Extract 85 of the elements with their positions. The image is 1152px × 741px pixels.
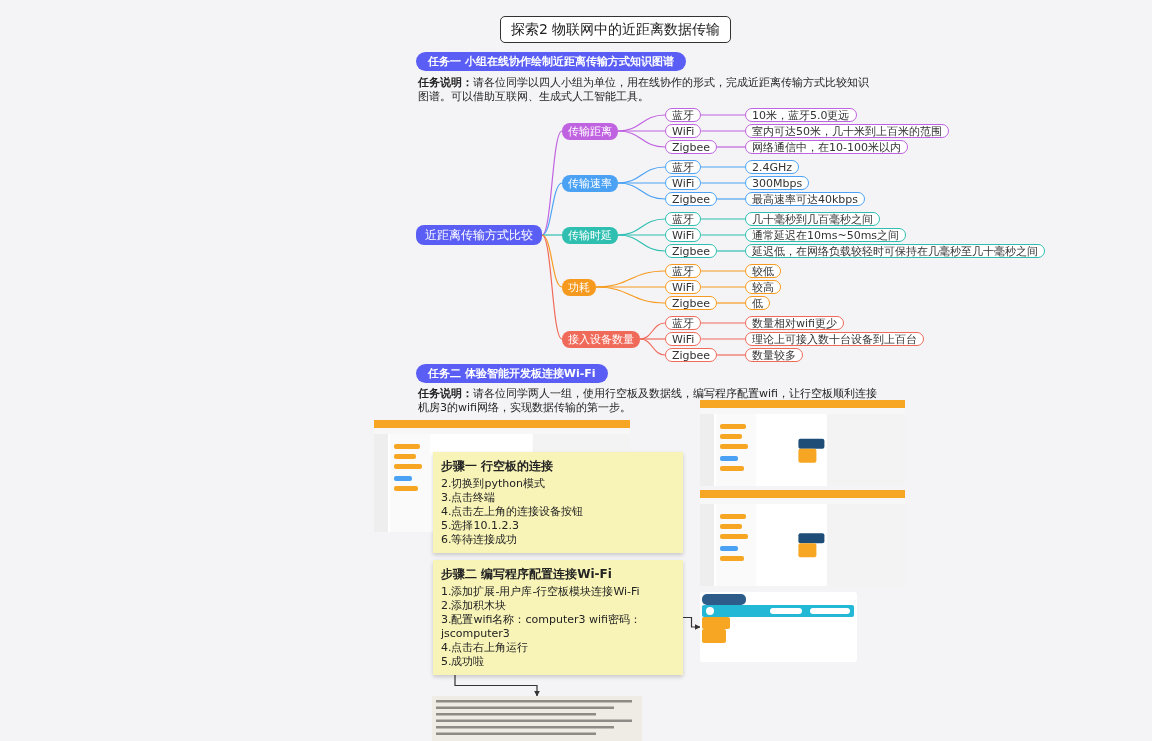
branch-line <box>700 218 746 220</box>
detail-topic: 网络通信中，在10-100米以内 <box>745 140 908 154</box>
branch-line <box>541 182 563 236</box>
branch-line <box>617 130 666 132</box>
subtopic: WiFi <box>665 280 702 294</box>
branch-line <box>700 234 746 236</box>
sticky-note <box>433 452 683 553</box>
subtopic: Zigbee <box>665 140 718 154</box>
step-text: 5.成功啦 <box>441 655 486 669</box>
detail-topic: 通常延迟在10ms~50ms之间 <box>745 228 907 242</box>
branch-line <box>617 234 666 236</box>
root-topic: 近距离传输方式比较 <box>416 225 542 245</box>
step-heading: 步骤一 行空板的连接 <box>441 458 555 475</box>
subtopic: Zigbee <box>665 348 718 362</box>
arrow <box>682 616 701 630</box>
branch-line <box>700 182 746 184</box>
step-text: 2.添加积木块 <box>441 599 508 613</box>
branch-line <box>617 182 666 200</box>
step-heading: 步骤二 编写程序配置连接Wi-Fi <box>441 566 613 583</box>
branch-topic: 传输速率 <box>562 174 618 192</box>
branch-line <box>716 250 746 252</box>
task-description: 任务说明：请各位同学两人一组，使用行空板及数据线，编写程序配置wifi，让行空板顺利连接机房3的wifi网络，实现数据传输的第一步。 <box>418 387 878 415</box>
branch-line <box>700 270 746 272</box>
branch-topic: 接入设备数量 <box>562 330 640 348</box>
detail-topic: 数量较多 <box>745 348 803 362</box>
branch-line <box>716 146 746 148</box>
branch-line <box>700 286 746 288</box>
branch-topic: 传输时延 <box>562 226 618 244</box>
subtopic: 蓝牙 <box>665 264 701 278</box>
detail-topic: 低 <box>745 296 770 310</box>
branch-line <box>595 286 666 304</box>
step-text: 3.点击终端 <box>441 491 497 505</box>
detail-topic: 最高速率可达40kbps <box>745 192 866 206</box>
step-text: 4.点击左上角的连接设备按钮 <box>441 505 585 519</box>
detail-topic: 数量相对wifi更少 <box>745 316 844 330</box>
subtopic: WiFi <box>665 332 702 346</box>
subtopic: 蓝牙 <box>665 108 701 122</box>
detail-topic: 较高 <box>745 280 781 294</box>
branch-line <box>716 302 746 304</box>
detail-topic: 较低 <box>745 264 781 278</box>
task-description: 任务说明：请各位同学以四人小组为单位，用在线协作的形式，完成近距离传输方式比较知识图谱。可以借助互联网、生成式人工智能工具。 <box>418 76 870 104</box>
branch-line <box>541 130 563 236</box>
branch-line <box>700 114 746 116</box>
subtopic: Zigbee <box>665 244 718 258</box>
step-text: 4.点击右上角运行 <box>441 641 530 655</box>
subtopic: WiFi <box>665 124 702 138</box>
branch-line <box>541 234 563 340</box>
branch-line <box>617 182 666 184</box>
subtopic: 蓝牙 <box>665 316 701 330</box>
branch-line <box>639 338 666 356</box>
detail-topic: 几十毫秒到几百毫秒之间 <box>745 212 880 226</box>
detail-topic: 室内可达50米，几十米到上百米的范围 <box>745 124 949 138</box>
subtopic: 蓝牙 <box>665 212 701 226</box>
branch-line <box>541 234 563 236</box>
detail-topic: 理论上可接入数十台设备到上百台 <box>745 332 924 346</box>
subtopic: 蓝牙 <box>665 160 701 174</box>
subtopic: Zigbee <box>665 296 718 310</box>
step-text: 6.等待连接成功 <box>441 533 519 547</box>
subtopic: WiFi <box>665 176 702 190</box>
step-text: 3.配置wifi名称：computer3 wifi密码：jscomputer3 <box>441 613 642 641</box>
subtopic: WiFi <box>665 228 702 242</box>
branch-line <box>700 338 746 340</box>
branch-line <box>716 198 746 200</box>
branch-line <box>617 234 666 252</box>
detail-topic: 2.4GHz <box>745 160 800 174</box>
step-text: 5.选择10.1.2.3 <box>441 519 520 533</box>
branch-line <box>700 166 746 168</box>
detail-topic: 延迟低，在网络负载较轻时可保持在几毫秒至几十毫秒之间 <box>745 244 1045 258</box>
detail-topic: 10米，蓝牙5.0更远 <box>745 108 857 122</box>
step-text: 1.添加扩展-用户库-行空板模块连接Wi-Fi <box>441 585 641 599</box>
sticky-note <box>433 560 683 675</box>
branch-topic: 功耗 <box>562 278 596 296</box>
task-header: 任务二 体验智能开发板连接Wi-Fi <box>416 364 608 383</box>
detail-topic: 300Mbps <box>745 176 810 190</box>
arrow <box>454 674 540 697</box>
title-box: 探索2 物联网中的近距离数据传输 <box>500 16 732 43</box>
branch-topic: 传输距离 <box>562 122 618 140</box>
branch-line <box>617 130 666 148</box>
step-text: 2.切换到python模式 <box>441 477 546 491</box>
branch-line <box>700 130 746 132</box>
branch-line <box>716 354 746 356</box>
subtopic: Zigbee <box>665 192 718 206</box>
branch-line <box>700 322 746 324</box>
task-header: 任务一 小组在线协作绘制近距离传输方式知识图谱 <box>416 52 686 71</box>
branch-line <box>639 338 666 340</box>
